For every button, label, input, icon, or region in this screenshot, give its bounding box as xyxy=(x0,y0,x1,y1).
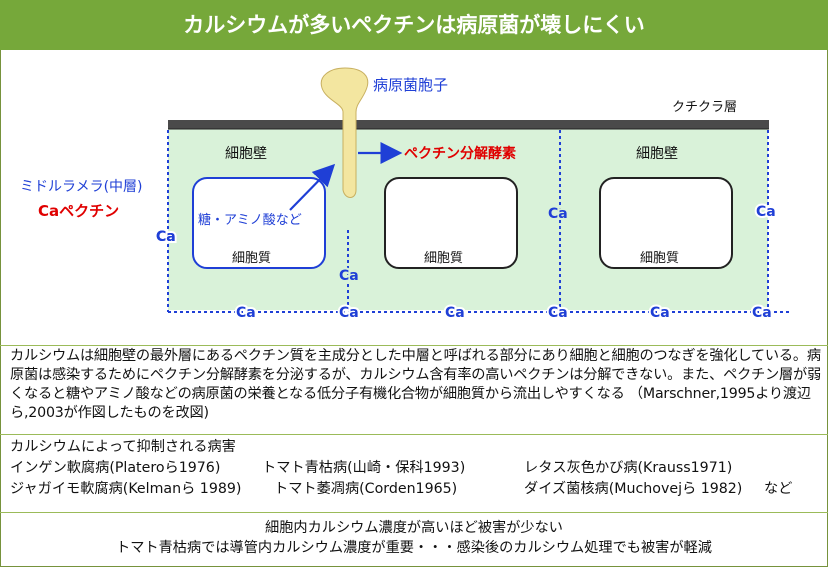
disease-item: インゲン軟腐病(Plateroら1976) xyxy=(10,460,221,476)
ca-label: Ca xyxy=(236,305,256,321)
cell-1 xyxy=(192,177,326,269)
middle-lamella-label: ミドルラメラ(中層) xyxy=(20,179,143,195)
disease-heading: カルシウムによって抑制される病害 xyxy=(10,439,236,455)
cell-2 xyxy=(384,177,518,269)
disease-item: ダイズ菌核病(Muchovejら 1982) xyxy=(524,481,743,497)
cytoplasm-label-1: 細胞質 xyxy=(232,251,271,266)
nutrient-arrow xyxy=(289,163,336,211)
separator xyxy=(0,434,828,435)
description-text: カルシウムは細胞壁の最外層にあるペクチン質を主成分とした中層と呼ばれる部分にあり… xyxy=(10,348,821,421)
cuticle-label: クチクラ層 xyxy=(672,100,737,115)
disease-list: カルシウムによって抑制される病害 インゲン軟腐病(Plateroら1976) トマ… xyxy=(10,437,820,500)
summary-box: 細胞内カルシウム濃度が高いほど被害が少ない トマト青枯病では導管内カルシウム濃度… xyxy=(0,518,828,558)
disease-item: ジャガイモ軟腐病(Kelmanら 1989) xyxy=(10,481,242,497)
disease-row: ジャガイモ軟腐病(Kelmanら 1989) トマト萎凋病(Corden1965)… xyxy=(10,479,820,500)
cell-wall-label-right: 細胞壁 xyxy=(636,146,678,162)
cytoplasm-label-2: 細胞質 xyxy=(424,251,463,266)
ca-label: Ca xyxy=(156,229,176,245)
ca-label: Ca xyxy=(339,305,359,321)
sugar-label: 糖・アミノ酸など xyxy=(198,212,302,228)
cell-3 xyxy=(599,177,733,269)
spore-label: 病原菌胞子 xyxy=(373,76,448,94)
ca-label: Ca xyxy=(548,305,568,321)
summary-line-2: トマト青枯病では導管内カルシウム濃度が重要・・・感染後のカルシウム処理でも被害が… xyxy=(116,540,712,556)
ca-label: Ca xyxy=(752,305,772,321)
ca-label: Ca xyxy=(445,305,465,321)
ca-label: Ca xyxy=(548,206,568,222)
disease-item: など xyxy=(764,481,793,497)
summary-line-1: 細胞内カルシウム濃度が高いほど被害が少ない xyxy=(265,520,563,536)
ca-label: Ca xyxy=(756,204,776,220)
disease-item: レタス灰色かび病(Krauss1971) xyxy=(524,460,733,476)
page-title: カルシウムが多いペクチンは病原菌が壊しにくい xyxy=(0,0,828,50)
separator xyxy=(0,512,828,513)
cuticle-layer xyxy=(168,120,769,129)
ca-label: Ca xyxy=(650,305,670,321)
cell-wall-label-left: 細胞壁 xyxy=(225,146,267,162)
cytoplasm-label-3: 細胞質 xyxy=(640,251,679,266)
enzyme-label: ペクチン分解酵素 xyxy=(404,145,516,162)
pathogen-spore xyxy=(320,67,369,198)
ca-pectin-label: Caペクチン xyxy=(38,202,119,220)
separator xyxy=(0,345,828,346)
disease-row: インゲン軟腐病(Plateroら1976) トマト青枯病(山崎・保科1993) レタ… xyxy=(10,458,820,479)
disease-item: トマト青枯病(山崎・保科1993) xyxy=(262,460,466,476)
disease-item: トマト萎凋病(Corden1965) xyxy=(274,481,458,497)
ca-label: Ca xyxy=(339,268,359,284)
ca-label: Ca xyxy=(156,229,176,245)
cell-wall-diagram: 病原菌胞子 クチクラ層 細胞壁 細胞壁 ペクチン分解酵素 ミドルラメラ(中層) … xyxy=(20,67,790,323)
